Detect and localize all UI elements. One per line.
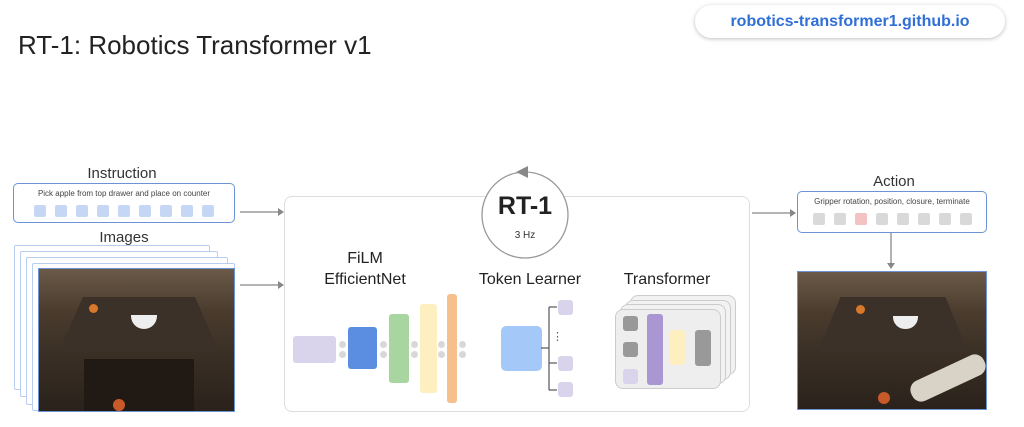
action-token	[896, 213, 909, 225]
slide-title: RT-1: Robotics Transformer v1	[18, 30, 372, 60]
robot-action-image	[797, 271, 987, 410]
instruction-token	[76, 205, 88, 217]
down-arrow	[887, 233, 895, 269]
loop-arrow-icon	[481, 166, 569, 259]
model-name: RT-1	[497, 192, 553, 220]
instruction-token	[34, 205, 46, 217]
model-rate: 3 Hz	[514, 230, 536, 241]
instruction-label: Instruction	[87, 165, 157, 182]
action-token	[812, 213, 825, 225]
instruction-text: Pick apple from top drawer and place on …	[37, 189, 211, 198]
token-square	[558, 356, 573, 371]
transformer-layer	[615, 309, 721, 389]
action-token	[938, 213, 951, 225]
instruction-token	[118, 205, 130, 217]
conv-block-yellow	[420, 304, 437, 393]
output-arrow	[752, 209, 796, 217]
film-label-1: FiLM	[347, 250, 383, 267]
action-token	[917, 213, 930, 225]
token-bracket	[541, 306, 557, 391]
action-label: Action	[873, 173, 915, 190]
action-token	[875, 213, 888, 225]
conv-block-orange	[447, 294, 457, 403]
instruction-box: Pick apple from top drawer and place on …	[13, 183, 235, 223]
token-square	[558, 382, 573, 397]
instruction-token	[55, 205, 67, 217]
project-url-link[interactable]: robotics-transformer1.github.io	[695, 5, 1005, 38]
rt1-model-box: FiLM EfficientNet Token Learner Transfor…	[284, 196, 750, 412]
action-tokens	[798, 213, 986, 225]
action-token	[833, 213, 846, 225]
token-square	[558, 300, 573, 315]
token-learner-block	[501, 326, 542, 371]
action-token	[959, 213, 972, 225]
film-label-2: EfficientNet	[324, 271, 406, 288]
images-label: Images	[99, 229, 149, 246]
conv-block-green	[389, 314, 409, 383]
robot-camera-image	[38, 268, 235, 412]
action-box: Gripper rotation, position, closure, ter…	[797, 191, 987, 233]
action-token	[854, 213, 867, 225]
instruction-tokens	[14, 205, 234, 217]
action-text: Gripper rotation, position, closure, ter…	[814, 197, 970, 206]
instruction-token	[139, 205, 151, 217]
token-learner-label: Token Learner	[478, 271, 582, 288]
input-block	[293, 336, 336, 363]
input-arrows	[240, 208, 284, 289]
instruction-token	[160, 205, 172, 217]
token-ellipsis: ⋮	[552, 331, 563, 343]
transformer-label: Transformer	[623, 271, 711, 288]
instruction-token	[97, 205, 109, 217]
conv-block-blue	[348, 327, 377, 369]
instruction-token	[181, 205, 193, 217]
instruction-token	[202, 205, 214, 217]
